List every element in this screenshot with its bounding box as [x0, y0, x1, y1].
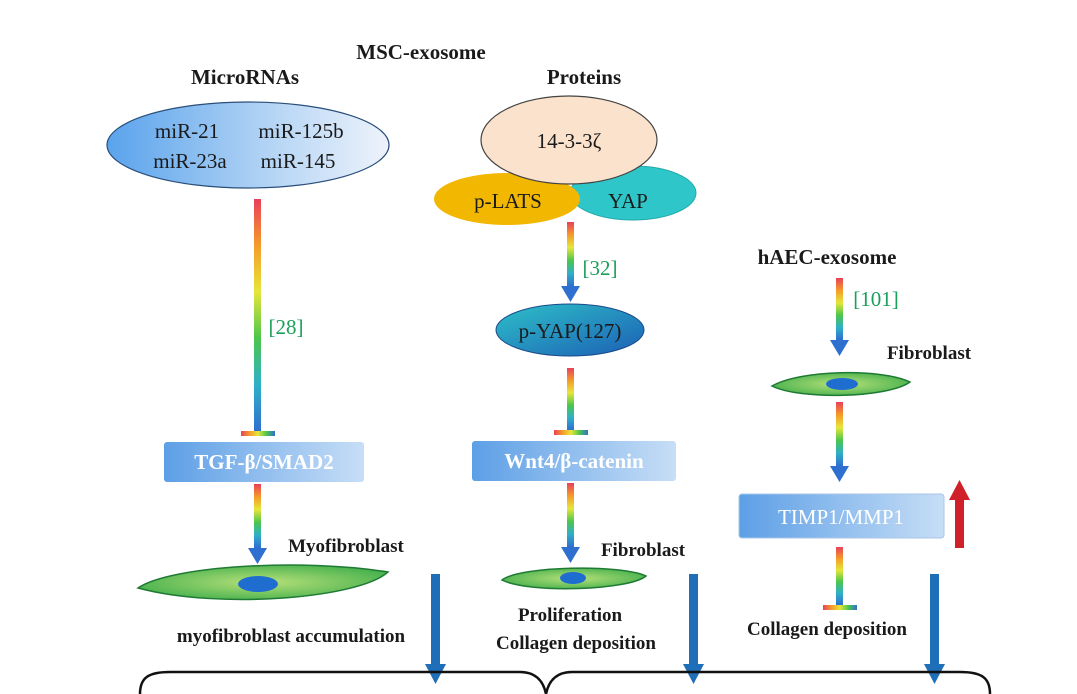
arrow-fib-timp-head: [830, 466, 849, 482]
mirna-21-label: miR-21: [155, 119, 219, 143]
pyap-label: p-YAP(127): [519, 319, 622, 343]
mirna-ellipse-group: miR-21 miR-125b miR-23a miR-145: [106, 101, 390, 189]
haec-exosome-label: hAEC-exosome: [758, 245, 897, 269]
tgf-smad2-box: [164, 442, 364, 482]
pyap-ellipse: [495, 303, 645, 357]
myofibroblast-label: Myofibroblast: [288, 536, 404, 557]
tgf-smad2-label: TGF-β/SMAD2: [194, 450, 333, 474]
proliferation-label: Proliferation: [518, 605, 623, 626]
14-3-3-zeta-label: 14-3-3ζ: [537, 129, 602, 153]
arrow-tgf-myo-shaft: [254, 484, 261, 548]
ref-28: [28]: [269, 315, 304, 339]
arrow-tgf-myo-head: [248, 548, 267, 564]
wnt4-catenin-box: [472, 441, 676, 481]
decrease-arrow-2-head: [683, 664, 704, 684]
arrow-plats-pyap-shaft: [567, 222, 574, 286]
fibroblast-label-1: Fibroblast: [601, 540, 686, 561]
fibroblast-label-2: Fibroblast: [887, 343, 972, 364]
myofibroblast-accumulation-label: myofibroblast accumulation: [177, 626, 406, 647]
inhibit-bar-collagen: [823, 605, 857, 610]
timp1-mmp1-box: [738, 493, 945, 539]
mirna-23a-label: miR-23a: [153, 149, 227, 173]
arrow-haec-fib-head: [830, 340, 849, 356]
arrow-wnt-fib-shaft: [567, 483, 574, 547]
inhibit-line-mirna: [254, 199, 261, 431]
msc-exosome-label: MSC-exosome: [356, 40, 485, 64]
collagen-deposition-label-2: Collagen deposition: [747, 619, 907, 640]
decrease-arrow-2-shaft: [689, 574, 698, 666]
arrow-haec-fib-shaft: [836, 278, 843, 340]
decrease-arrow-1-shaft: [431, 574, 440, 666]
ref-32: [32]: [583, 256, 618, 280]
yap-label: YAP: [608, 189, 648, 213]
plats-label: p-LATS: [474, 189, 542, 213]
collagen-deposition-label-1: Collagen deposition: [496, 633, 656, 654]
increase-arrow-shaft: [955, 498, 964, 548]
fibroblast-nucleus-2: [826, 378, 858, 390]
inhibit-line-pyap: [567, 368, 574, 430]
inhibit-line-timp: [836, 547, 843, 605]
ref-101: [101]: [853, 287, 899, 311]
decrease-arrow-3-shaft: [930, 574, 939, 666]
proteins-label: Proteins: [547, 65, 621, 89]
mirna-ellipse: [106, 101, 390, 189]
wnt4-catenin-label: Wnt4/β-catenin: [504, 449, 644, 473]
increase-arrow-head: [949, 480, 970, 500]
plats-ellipse: [434, 173, 580, 225]
decrease-arrow-3-head: [924, 664, 945, 684]
arrow-plats-pyap-head: [561, 286, 580, 302]
inhibit-bar-tgf: [241, 431, 275, 436]
arrow-wnt-fib-head: [561, 547, 580, 563]
mirna-125b-label: miR-125b: [258, 119, 343, 143]
decrease-arrow-1-head: [425, 664, 446, 684]
inhibit-bar-wnt: [554, 430, 588, 435]
fibroblast-nucleus-1: [560, 572, 586, 584]
mirna-145-label: miR-145: [261, 149, 336, 173]
micrornas-label: MicroRNAs: [191, 65, 299, 89]
grouping-brace: [138, 670, 992, 694]
14-3-3-zeta-ellipse: [480, 95, 658, 185]
timp1-mmp1-label: TIMP1/MMP1: [778, 505, 904, 529]
arrow-fib-timp-shaft: [836, 402, 843, 466]
myofibroblast-nucleus: [238, 576, 278, 592]
